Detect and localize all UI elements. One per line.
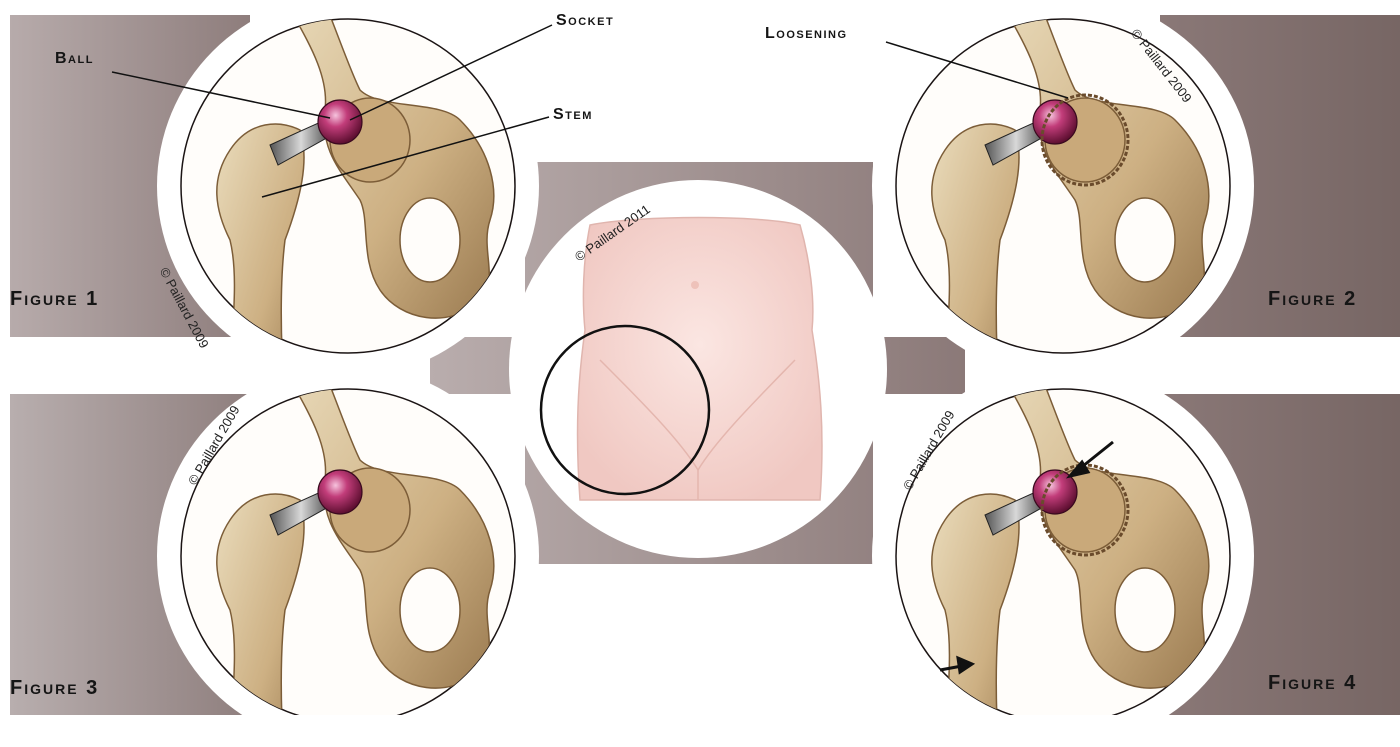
torso: [578, 218, 822, 501]
figure-4-label: Figure 4: [1268, 672, 1357, 695]
illustrations: [0, 0, 1400, 715]
figure-1-label: Figure 1: [10, 288, 99, 311]
stem-label: Stem: [553, 106, 593, 124]
socket-label: Socket: [556, 12, 614, 30]
loosening-label: Loosening: [765, 25, 848, 43]
figure-3-label: Figure 3: [10, 677, 99, 700]
ball-label: Ball: [55, 50, 94, 68]
figure-2-label: Figure 2: [1268, 288, 1357, 311]
